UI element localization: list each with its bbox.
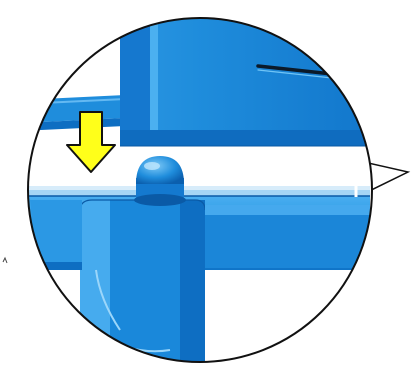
upper-rail — [20, 95, 125, 131]
upper-panel — [120, 0, 370, 146]
edge-mark — [3, 258, 7, 263]
locating-pin — [134, 156, 186, 206]
